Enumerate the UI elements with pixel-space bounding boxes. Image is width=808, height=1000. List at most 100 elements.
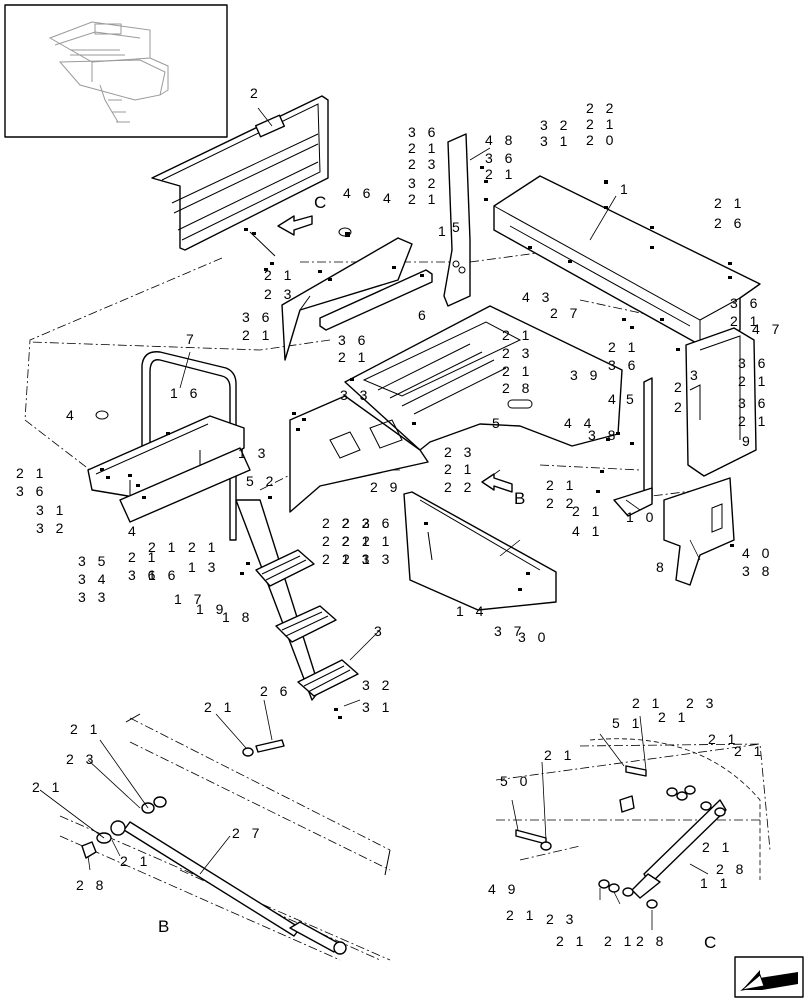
callout-23: 2 3 xyxy=(686,695,717,711)
callout-36: 3 6 xyxy=(608,357,639,373)
callout-32: 3 2 xyxy=(540,117,571,133)
callout-21: 2 1 xyxy=(586,116,617,132)
callout-18: 1 8 xyxy=(222,609,253,625)
callout-31: 3 1 xyxy=(362,699,393,715)
part-upright-post xyxy=(443,133,471,307)
callout-26: 2 6 xyxy=(714,215,745,231)
part-rear-panel xyxy=(151,95,329,251)
callout-21: 2 1 xyxy=(502,363,533,379)
callout-21: 2 1 xyxy=(714,195,745,211)
part-side-plate xyxy=(685,327,757,477)
callout-2: 2 xyxy=(674,399,686,415)
callout-21: 2 1 xyxy=(32,779,63,795)
callout-4: 4 xyxy=(383,190,395,206)
part-step-frame xyxy=(87,415,251,523)
callout-51: 5 1 xyxy=(612,715,643,731)
callout-21: 2 1 xyxy=(502,327,533,343)
callout-33: 3 3 xyxy=(340,387,371,403)
callout-7: 7 xyxy=(186,331,198,347)
callout-labels: 2 3 6 2 1 2 3 3 2 2 1 4 4 8 3 6 2 1 1 5 … xyxy=(16,85,783,952)
view-label-b: B xyxy=(514,489,525,508)
callout-22: 2 2 xyxy=(322,515,353,531)
callout-22: 2 2 xyxy=(586,100,617,116)
callout-36: 3 6 xyxy=(362,515,393,531)
callout-27: 2 7 xyxy=(550,305,581,321)
view-arrow-icon xyxy=(277,215,513,493)
callout-23: 2 3 xyxy=(342,551,373,567)
callout-16: 1 6 xyxy=(148,567,179,583)
callout-21: 2 1 xyxy=(658,709,689,725)
callout-36: 3 6 xyxy=(485,150,516,166)
callout-6: 6 xyxy=(418,307,430,323)
callout-21: 2 1 xyxy=(70,721,101,737)
part-ladder xyxy=(235,499,359,701)
callout-21: 2 1 xyxy=(148,539,179,555)
callout-36: 3 6 xyxy=(730,295,761,311)
callout-21: 2 1 xyxy=(708,731,739,747)
callout-21: 2 1 xyxy=(408,140,439,156)
callout-30: 3 0 xyxy=(518,629,549,645)
callout-29: 2 9 xyxy=(370,479,401,495)
callout-21: 2 1 xyxy=(204,699,235,715)
callout-31: 3 1 xyxy=(36,502,67,518)
callout-19: 1 9 xyxy=(196,601,227,617)
detail-view-b xyxy=(59,713,391,961)
callout-5: 5 xyxy=(626,391,638,407)
callout-21: 2 1 xyxy=(264,267,295,283)
part-floor-pan xyxy=(289,395,429,513)
callout-38: 3 8 xyxy=(588,427,619,443)
callout-8: 8 xyxy=(656,559,668,575)
callout-47: 4 7 xyxy=(752,321,783,337)
callout-21: 2 1 xyxy=(242,327,273,343)
callout-52: 5 2 xyxy=(246,473,277,489)
callout-21: 2 1 xyxy=(188,539,219,555)
callout-36: 3 6 xyxy=(16,483,47,499)
callout-21: 2 1 xyxy=(16,465,47,481)
callout-28: 2 8 xyxy=(76,877,107,893)
callout-1: 1 xyxy=(620,181,632,197)
callout-21: 2 1 xyxy=(702,839,733,855)
callout-50: 5 0 xyxy=(500,773,531,789)
callout-3: 3 xyxy=(690,367,702,383)
callout-36: 3 6 xyxy=(738,395,769,411)
callout-11: 1 1 xyxy=(700,875,731,891)
callout-3: 3 xyxy=(374,623,386,639)
callout-21: 2 1 xyxy=(322,551,353,567)
callout-21: 2 1 xyxy=(546,477,577,493)
callout-28: 2 8 xyxy=(716,861,747,877)
view-label-c-detail: C xyxy=(704,933,716,952)
callout-17: 1 7 xyxy=(174,591,205,607)
callout-21: 2 1 xyxy=(120,853,151,869)
callout-21: 2 1 xyxy=(572,503,603,519)
callout-4: 4 xyxy=(128,523,140,539)
callout-36: 3 6 xyxy=(338,332,369,348)
callout-1: 1 xyxy=(438,223,450,239)
callout-16: 1 6 xyxy=(170,385,201,401)
callout-21: 2 1 xyxy=(738,373,769,389)
next-page-icon[interactable] xyxy=(734,956,804,998)
callout-21: 2 1 xyxy=(608,339,639,355)
callout-5: 5 xyxy=(492,415,504,431)
callout-40: 4 0 xyxy=(742,545,773,561)
callout-4: 4 xyxy=(66,407,78,423)
callout-22: 2 2 xyxy=(322,533,353,549)
leader-lines xyxy=(39,107,709,930)
callout-21: 2 1 xyxy=(342,533,373,549)
callout-31: 3 1 xyxy=(540,133,571,149)
view-label-c: C xyxy=(314,193,326,212)
callout-36: 3 6 xyxy=(738,355,769,371)
part-lower-side-panel xyxy=(403,491,557,611)
callout-23: 2 3 xyxy=(264,286,295,302)
callout-48: 4 8 xyxy=(485,132,516,148)
callout-2: 2 xyxy=(674,379,686,395)
callout-23: 2 3 xyxy=(546,911,577,927)
detail-view-c xyxy=(495,738,771,909)
callout-21: 2 1 xyxy=(604,933,635,949)
callout-14: 1 4 xyxy=(456,603,487,619)
callout-4: 4 xyxy=(608,391,620,407)
fasteners xyxy=(95,166,734,719)
part-lower-bracket xyxy=(663,477,735,586)
locator-thumbnail xyxy=(4,4,228,138)
